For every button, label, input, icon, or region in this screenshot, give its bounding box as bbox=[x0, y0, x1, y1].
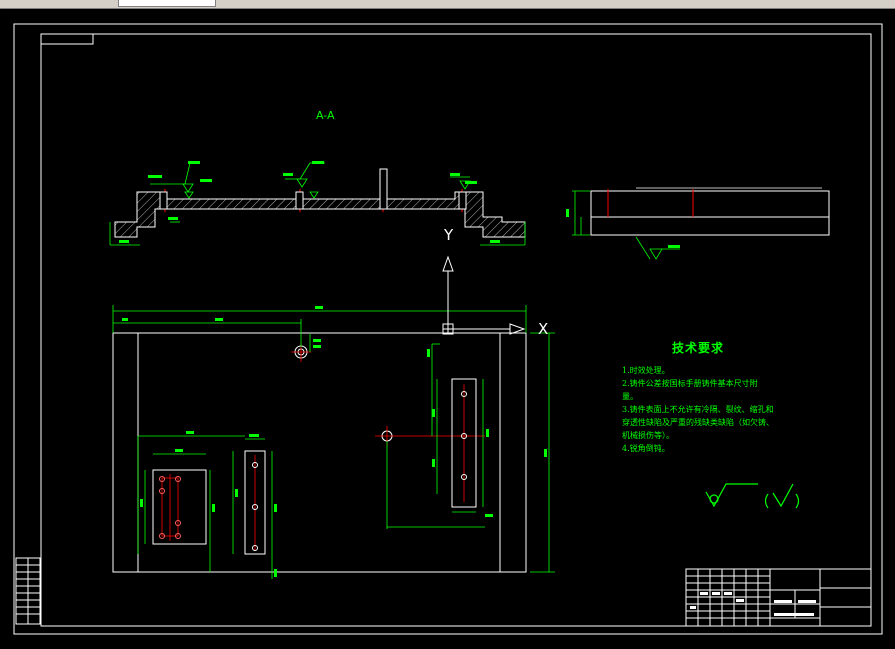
document-tab[interactable] bbox=[118, 0, 216, 7]
section-view-aa bbox=[109, 161, 526, 246]
roughness-symbol bbox=[705, 483, 800, 509]
section-label: A-A bbox=[316, 109, 335, 122]
tech-requirement-line: 2.铸件公差按国标手册铸件基本尺寸附 bbox=[622, 379, 758, 388]
tech-requirements-title: 技术要求 bbox=[672, 341, 725, 355]
tech-requirement-line: 3.铸件表面上不允许有冷隔、裂纹、缩孔和 bbox=[622, 405, 774, 414]
tech-requirement-line: 4.锐角倒钝。 bbox=[622, 444, 670, 453]
axis-label-x: X bbox=[538, 320, 549, 338]
tech-requirement-line: 机械损伤等）。 bbox=[622, 431, 674, 440]
axis-label-y: Y bbox=[444, 226, 454, 244]
ucs-axis-icon[interactable] bbox=[442, 255, 526, 335]
tech-requirement-line: 量。 bbox=[622, 392, 638, 401]
window-top-bar bbox=[0, 0, 895, 9]
tech-requirement-line: 穿透性缺陷及严重的残缺类缺陷（如欠铸、 bbox=[622, 418, 774, 427]
cad-drawing-canvas[interactable] bbox=[0, 9, 895, 649]
sheet-border-outer bbox=[13, 23, 883, 635]
title-block-text-marks bbox=[690, 592, 816, 616]
title-block bbox=[685, 568, 872, 627]
revision-block bbox=[15, 557, 41, 625]
tech-requirement-line: 1.时效处理。 bbox=[622, 366, 670, 375]
plan-view bbox=[112, 305, 555, 579]
side-view bbox=[566, 187, 830, 260]
drawing-number-box bbox=[40, 33, 94, 45]
sheet-border-inner bbox=[40, 33, 872, 627]
